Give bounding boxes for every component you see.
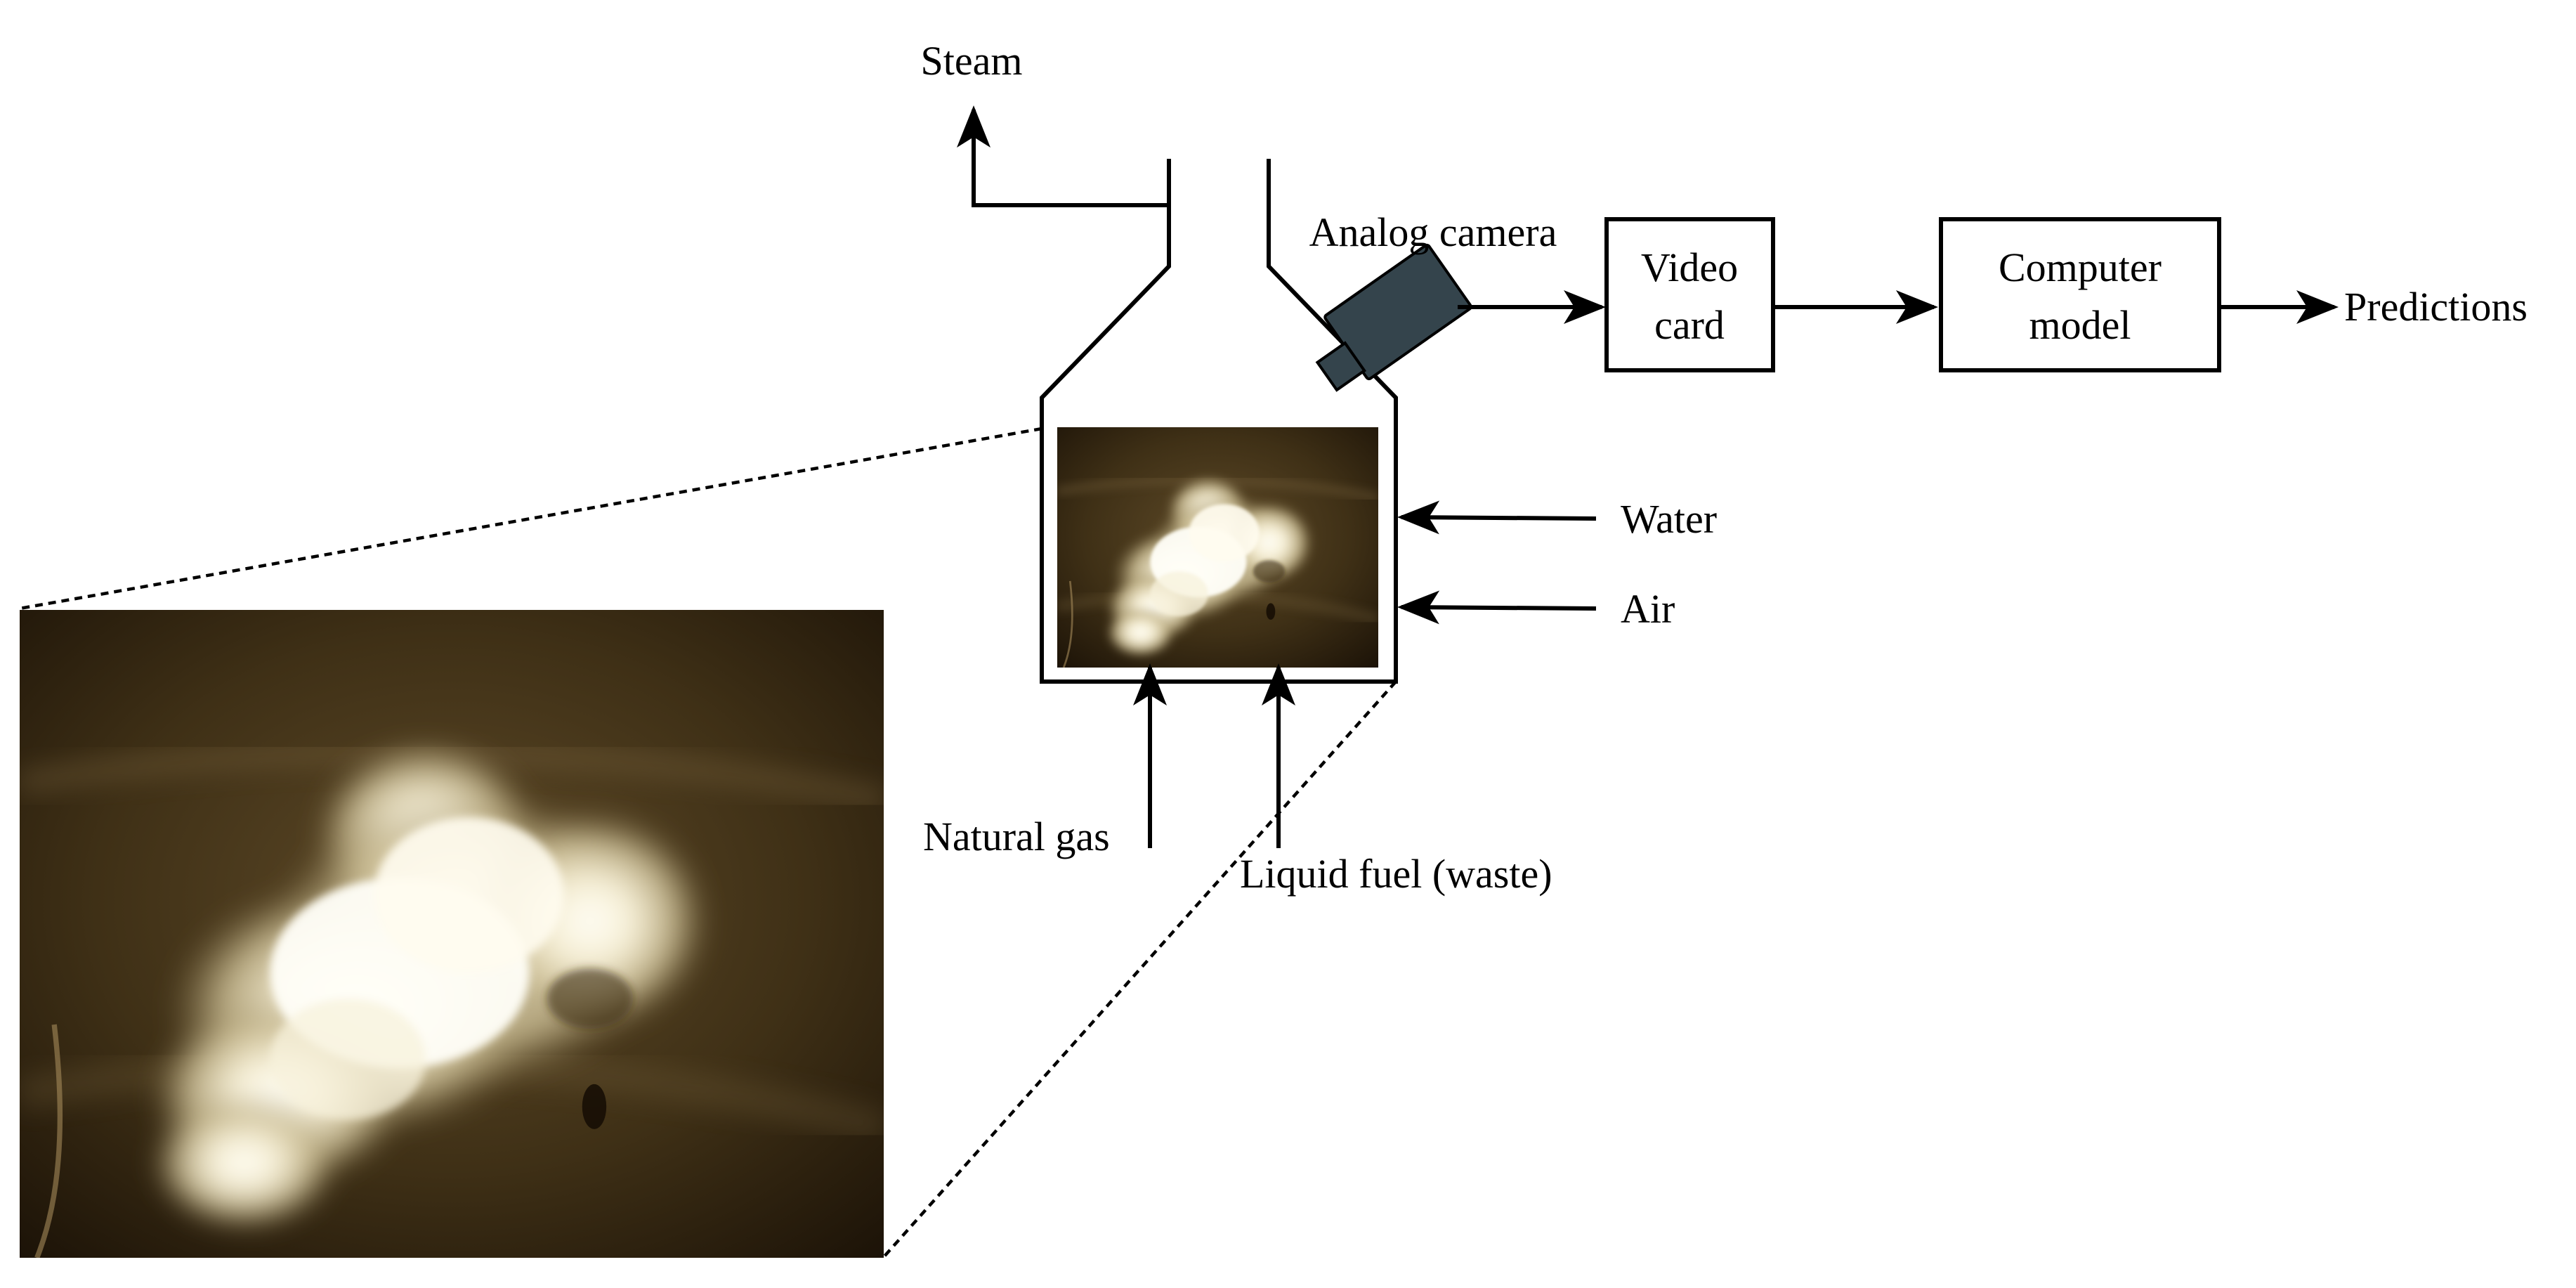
air-input-arrow — [1397, 590, 1597, 625]
video-card-label-line1: Video — [1641, 245, 1738, 290]
furnace-outline — [1040, 159, 1398, 684]
computer-model-box: Computer model — [1939, 217, 2221, 372]
video-card-box: Video card — [1604, 217, 1775, 372]
predictions-label: Predictions — [2344, 284, 2528, 330]
video-camera-icon — [1315, 243, 1472, 392]
steam-label: Steam — [921, 38, 1023, 84]
video-card-label-line2: card — [1654, 302, 1725, 348]
enlarged-flame-image — [20, 610, 884, 1258]
computer-model-label-line1: Computer — [1999, 245, 2162, 290]
air-label: Air — [1621, 586, 1675, 632]
computer-model-label-line2: model — [2029, 302, 2131, 348]
zoom-guide-lines — [19, 427, 1397, 1259]
water-label: Water — [1621, 496, 1717, 542]
liquid-fuel-label: Liquid fuel (waste) — [1240, 851, 1552, 897]
water-input-arrow — [1397, 500, 1597, 535]
natural-gas-label: Natural gas — [923, 814, 1110, 859]
analog-camera-label: Analog camera — [1309, 209, 1557, 255]
furnace-flame-image-small — [1057, 427, 1378, 668]
steam-outlet-pipe — [957, 105, 1169, 207]
